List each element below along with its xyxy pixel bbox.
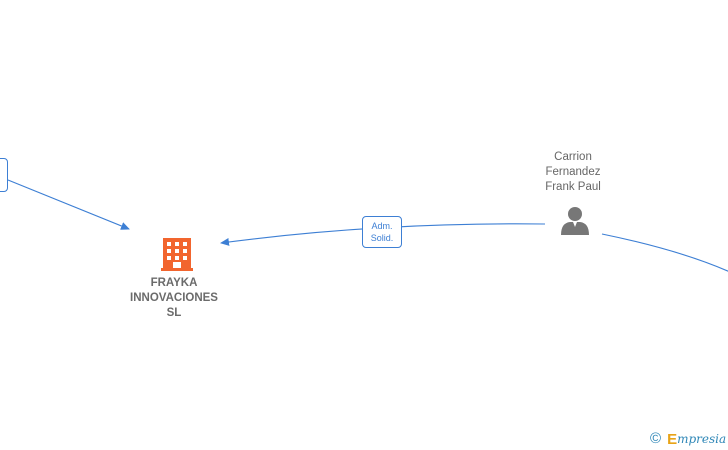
person-name[interactable]: Carrion Fernandez Frank Paul [523, 150, 623, 195]
relation-label-line-1: Adm. [371, 221, 393, 231]
copyright-icon: © [650, 430, 662, 447]
relation-badge-offscreen[interactable] [0, 158, 8, 192]
brand-logo-initial: E [667, 430, 678, 448]
building-icon[interactable] [161, 238, 193, 271]
person-icon[interactable] [561, 207, 589, 235]
company-name-line-3: SL [166, 307, 182, 319]
edge-person-to-right [601, 233, 728, 272]
person-name-line-1: Carrion [554, 151, 592, 163]
edge-left-to-company [7, 179, 130, 230]
person-name-line-3: Frank Paul [545, 181, 601, 193]
relation-label-line-2: Solid. [370, 233, 394, 243]
company-name-line-1: FRAYKA [150, 277, 198, 289]
footer-brand[interactable]: © E mpresia [650, 430, 726, 448]
relation-badge[interactable]: Adm. Solid. [362, 216, 402, 248]
company-name[interactable]: FRAYKA INNOVACIONES SL [114, 276, 234, 321]
company-name-line-2: INNOVACIONES [130, 292, 218, 304]
brand-logo-text: mpresia [677, 432, 727, 446]
person-name-line-2: Fernandez [545, 166, 601, 178]
